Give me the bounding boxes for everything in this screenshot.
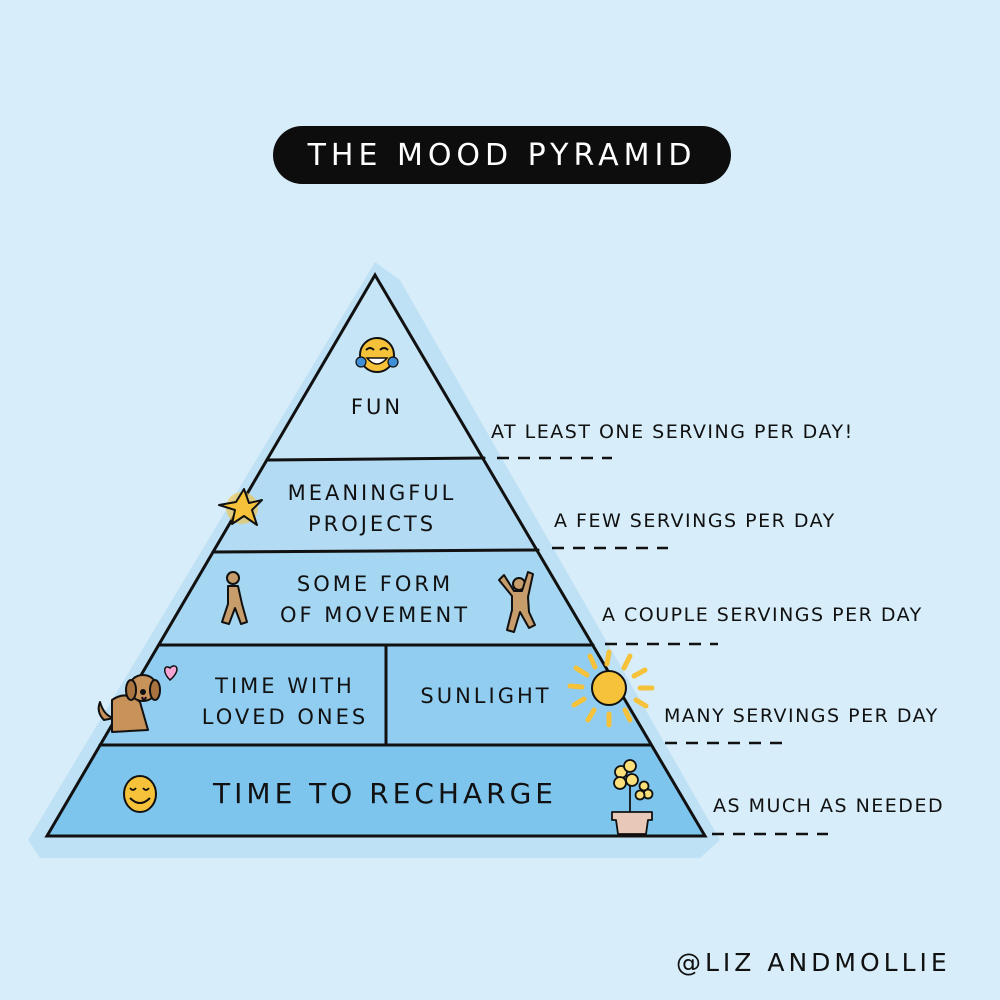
heart-icon [164,665,178,682]
dancing-person-icon [498,571,536,633]
sun-icon [567,649,655,728]
walking-person-icon [221,571,248,625]
servings-fun: AT LEAST ONE SERVING PER DAY! [491,421,854,443]
star-icon [218,488,263,526]
potted-flower-icon [611,759,654,835]
credit-handle: @LIZ ANDMOLLIE [676,948,951,977]
servings-meaningful-projects: A FEW SERVINGS PER DAY [554,510,836,532]
title-banner: THE MOOD PYRAMID [273,126,731,184]
dashed-leaders [497,456,828,836]
servings-movement: A COUPLE SERVINGS PER DAY [602,604,923,626]
smiling-face-icon [123,775,157,813]
tier-meaningful-projects [213,460,538,552]
dog-icon [97,674,161,733]
tier-loved-ones-sunlight [100,645,651,745]
servings-loved-ones-sunlight: MANY SERVINGS PER DAY [664,705,939,727]
tier-label-sunlight: SUNLIGHT [420,684,552,708]
tier-movement [159,552,593,645]
servings-recharge: AS MUCH AS NEEDED [713,795,945,817]
tier-recharge [47,745,705,836]
tier-label-meaningful-projects: MEANINGFUL PROJECTS [287,481,457,536]
page-title: THE MOOD PYRAMID [307,137,697,173]
tier-label-movement: SOME FORM OF MOVEMENT [279,572,471,627]
laughing-tears-emoji-icon [355,337,399,373]
tier-label-loved-ones: TIME WITH LOVED ONES [201,674,369,729]
tier-label-fun: FUN [350,395,404,419]
tier-label-recharge: TIME TO RECHARGE [213,777,557,810]
